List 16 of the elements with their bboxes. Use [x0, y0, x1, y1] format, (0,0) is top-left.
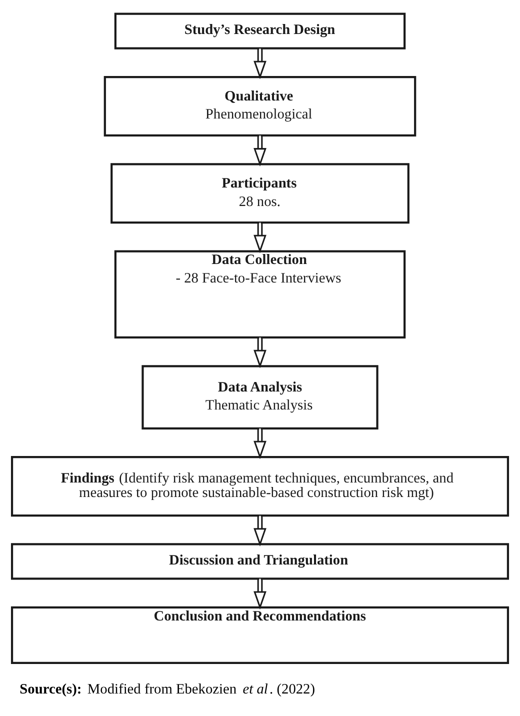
arrow — [254, 578, 266, 610]
node-box: Discussion and Triangulation — [10, 542, 510, 580]
node-box: Participants 28 nos. — [110, 162, 410, 224]
node-box: Data Analysis Thematic Analysis — [142, 364, 378, 429]
arrow — [254, 515, 266, 546]
node-box: Findings (Identify risk management techniques, encumbrances, and measures to promote sustainable-based construction risk mgt) — [10, 456, 510, 516]
arrow — [254, 428, 266, 459]
arrow — [254, 337, 266, 368]
node-box: Qualitative Phenomenological — [104, 75, 416, 136]
arrow — [254, 222, 266, 253]
arrow — [254, 135, 266, 166]
node-box: Data Collection - 28 Face-to-Face Interviews — [114, 250, 406, 338]
node-box: Conclusion and Recommendations — [10, 606, 510, 664]
caption: Source(s): Modified from Ebekozien et al. (2022) — [20, 681, 316, 698]
arrow — [254, 48, 266, 79]
node-box: Study’s Research Design — [114, 12, 406, 49]
